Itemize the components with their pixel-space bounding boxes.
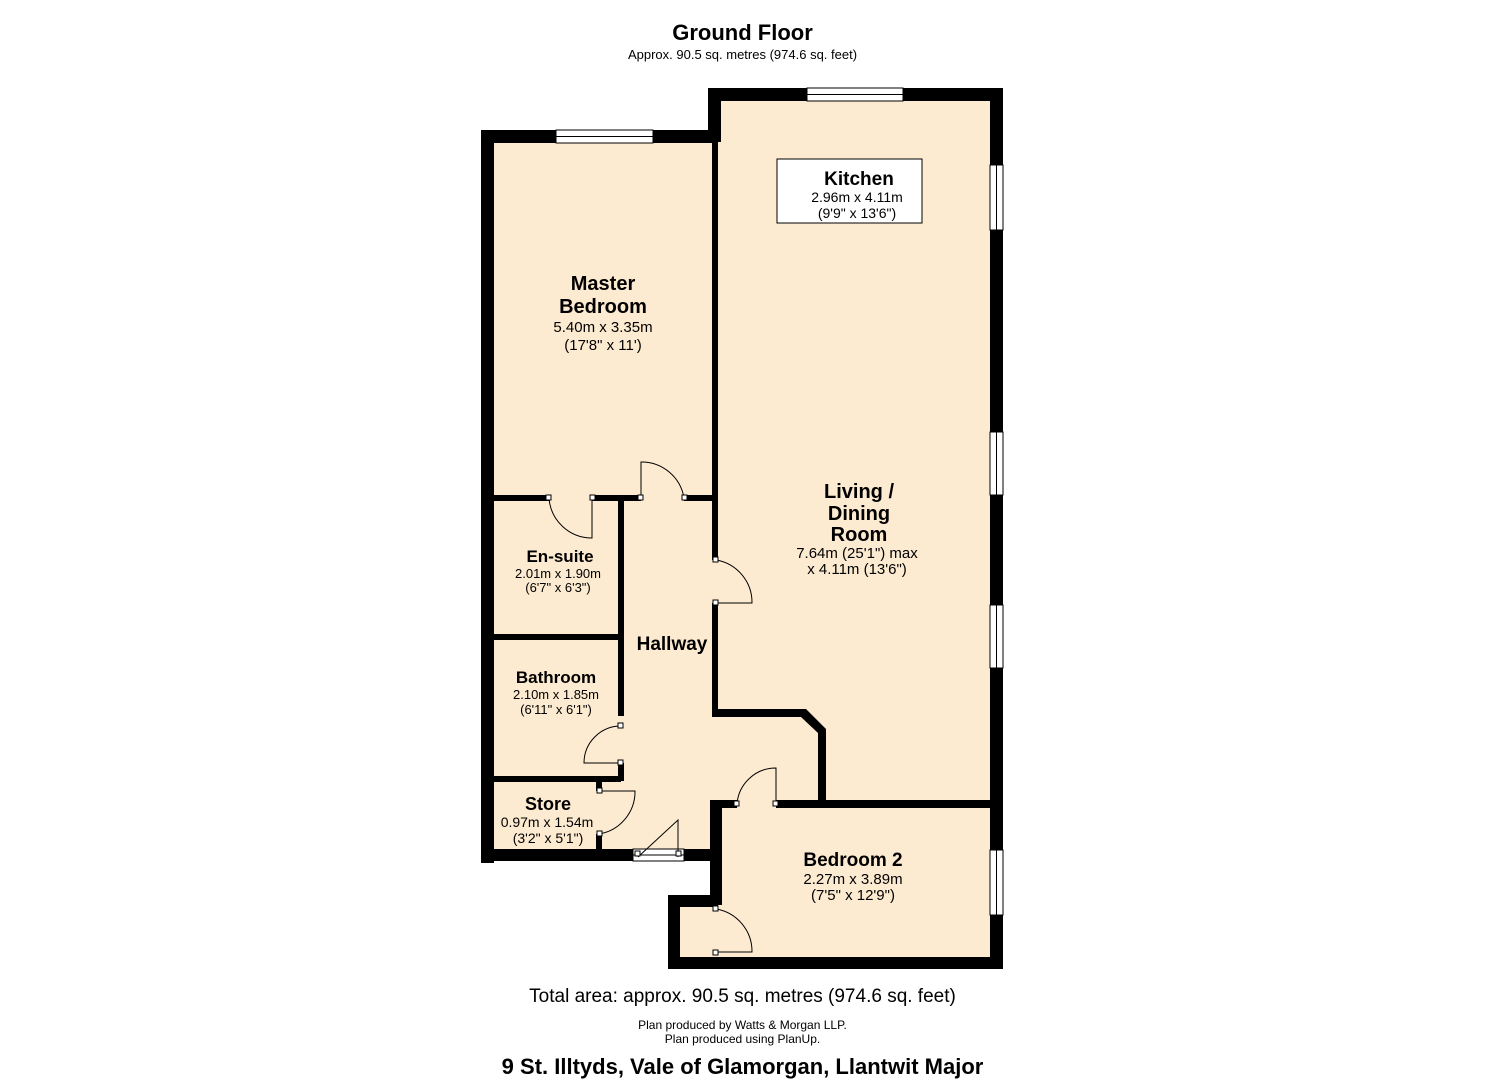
bedroom2-metric: 2.27m x 3.89m (803, 871, 902, 888)
ensuite-imperial: (6'7" x 6'3") (525, 580, 591, 595)
wall (596, 834, 602, 850)
floor-area-subtitle: Approx. 90.5 sq. metres (974.6 sq. feet) (627, 47, 858, 62)
store-fill (489, 781, 599, 854)
store-metric: 0.97m x 1.54m (501, 814, 594, 830)
wall (990, 88, 1003, 969)
door-hinges (545, 494, 779, 956)
wall (481, 130, 494, 863)
total-area: Total area: approx. 90.5 sq. metres (974… (529, 986, 956, 1007)
wall (668, 895, 718, 907)
wall (489, 634, 621, 640)
kitchen-name: Kitchen (824, 169, 894, 190)
wall (684, 495, 716, 501)
wall (776, 800, 996, 808)
wall (489, 776, 621, 782)
wall (712, 709, 826, 806)
door-swing (598, 790, 636, 835)
bedroom2-name: Bedroom 2 (803, 850, 902, 871)
door-swing (548, 497, 593, 539)
wall (712, 603, 718, 715)
wall (596, 781, 602, 791)
kitchen-label-box (776, 158, 923, 224)
wall (712, 498, 718, 560)
property-address: 9 St. Illtyds, Vale of Glamorgan, Llantw… (501, 1054, 984, 1079)
kitchen-imperial: (9'9" x 13'6") (818, 205, 896, 221)
ensuite-metric: 2.01m x 1.90m (515, 566, 601, 581)
wall (668, 895, 680, 969)
bedroom2-imperial: (7'5" x 12'9") (811, 887, 895, 904)
store-name: Store (525, 794, 571, 814)
bathroom-name: Bathroom (516, 668, 596, 687)
bedroom2-fill (716, 806, 996, 961)
windows (555, 87, 1004, 916)
bathroom-fill (489, 637, 621, 781)
bathroom-metric: 2.10m x 1.85m (513, 687, 599, 702)
wall (668, 957, 1003, 969)
wall (481, 849, 633, 861)
wall (618, 498, 624, 716)
kitchen-metric: 2.96m x 4.11m (811, 189, 903, 205)
wall (708, 88, 721, 142)
store-imperial: (3'2" x 5'1") (513, 830, 584, 846)
living-name-3: Room (831, 524, 888, 546)
master-bedroom-imperial: (17'8" x 11') (564, 337, 641, 354)
living-name-1: Living / (824, 481, 894, 503)
master-bedroom-name-2: Bedroom (559, 296, 647, 318)
room-fills (489, 96, 996, 961)
door-swing (736, 767, 777, 805)
hallway-name: Hallway (637, 634, 708, 655)
wall (489, 495, 549, 501)
door-swing (715, 559, 753, 604)
wall (618, 763, 624, 781)
ensuite-fill (489, 500, 621, 637)
door-swing (715, 908, 753, 953)
living-dims-1: 7.64m (25'1") max (796, 545, 918, 562)
hallway-fill (599, 500, 820, 854)
living-name-2: Dining (828, 503, 890, 525)
bathroom-imperial: (6'11" x 6'1") (520, 702, 592, 717)
master-bedroom-name-1: Master (571, 273, 636, 295)
entry-recess-fill (676, 906, 718, 961)
wall (592, 495, 641, 501)
door-swing (640, 461, 685, 499)
door-swing (637, 818, 679, 858)
master-bedroom-metric: 5.40m x 3.35m (553, 319, 652, 336)
wall (710, 800, 737, 808)
wall (684, 849, 720, 861)
ensuite-name: En-suite (526, 547, 593, 566)
living-dims-2: x 4.11m (13'6") (807, 561, 907, 578)
doors (548, 461, 777, 953)
floor-title: Ground Floor (672, 20, 813, 45)
master-bedroom-fill (489, 138, 716, 500)
door-swing (583, 725, 622, 764)
wall (712, 142, 718, 500)
credit-line-1: Plan produced by Watts & Morgan LLP. (638, 1018, 847, 1032)
room-labels: Kitchen 2.96m x 4.11m (9'9" x 13'6") Mas… (501, 169, 919, 904)
credit-line-2: Plan produced using PlanUp. (664, 1032, 821, 1046)
